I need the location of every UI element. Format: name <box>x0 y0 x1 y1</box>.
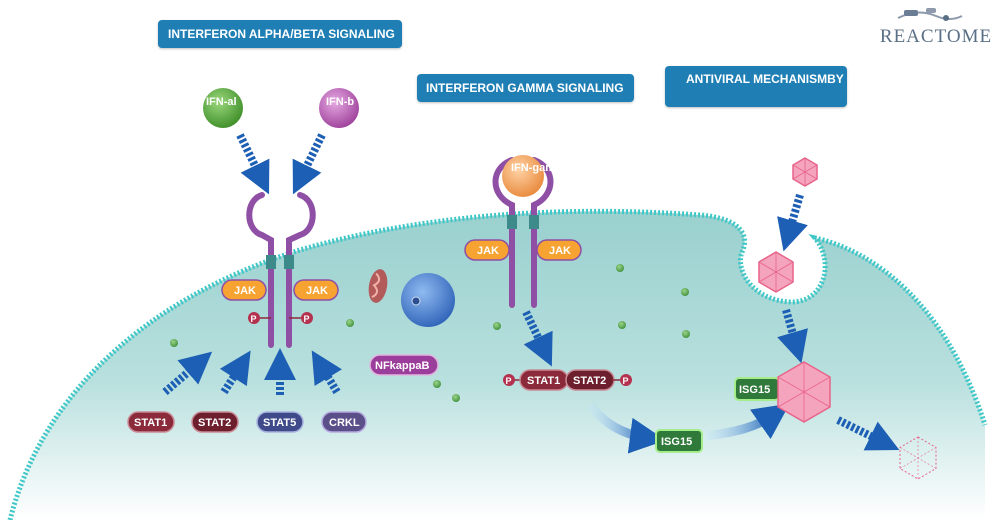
reactome-logo[interactable]: REACTOME <box>879 26 993 47</box>
ifn-alpha-ligand[interactable]: IFN-al <box>203 88 243 128</box>
jak-left-gamma[interactable]: JAK <box>464 239 510 261</box>
cell-membrane <box>7 208 988 520</box>
jak-left-alpha[interactable]: JAK <box>221 279 267 301</box>
stat1-label: STAT1 <box>134 417 167 429</box>
jak-right-alpha[interactable]: JAK <box>293 279 339 301</box>
phospho-label: P <box>304 314 310 324</box>
cytoplasm-particles <box>170 264 690 402</box>
stat1-dimer-label: STAT1 <box>527 375 560 387</box>
crkl-label: CRKL <box>329 417 360 429</box>
phospho-dimer-right <box>620 374 632 386</box>
phospho-label: P <box>506 376 512 386</box>
phospho-right: P <box>289 312 313 324</box>
ifn-beta-label: IFN-b <box>326 96 354 108</box>
curved-arrow <box>586 402 666 454</box>
dashed-arrow <box>292 133 326 195</box>
stat1-protein[interactable]: STAT1 <box>127 411 175 433</box>
ifnar-receptor[interactable] <box>246 192 316 348</box>
stat5-protein[interactable]: STAT5 <box>256 411 304 433</box>
reactome-logo-icon <box>897 8 963 21</box>
dashed-arrow <box>219 350 251 395</box>
particle <box>346 319 354 327</box>
ligand-arrows <box>236 133 326 195</box>
stat5-label: STAT5 <box>263 417 296 429</box>
isg15-bound-label: ISG15 <box>739 384 770 396</box>
stat2-label: STAT2 <box>198 417 231 429</box>
particle <box>433 380 441 388</box>
ifngr-receptor[interactable] <box>492 157 554 308</box>
particle <box>682 330 690 338</box>
jak-label: JAK <box>306 285 328 297</box>
dashed-arrow <box>311 350 342 395</box>
crkl-protein[interactable]: CRKL <box>321 411 367 433</box>
stat2-protein[interactable]: STAT2 <box>191 411 239 433</box>
stat2-dimer-label: STAT2 <box>573 375 606 387</box>
dashed-arrow <box>777 308 808 364</box>
virus-degraded-icon <box>899 436 937 480</box>
ifn-gamma-ligand[interactable]: IFN-gam <box>502 155 555 197</box>
dashed-arrow <box>777 193 808 252</box>
jak-label: JAK <box>234 285 256 297</box>
isg15-bound-protein[interactable]: ISG15 <box>734 377 780 401</box>
ifn-gamma-label: IFN-gam <box>511 162 555 174</box>
particle <box>452 394 460 402</box>
jak-right-gamma[interactable]: JAK <box>536 239 582 261</box>
ifn-beta-ligand[interactable]: IFN-b <box>319 88 359 128</box>
interferon-gamma-signaling-button[interactable]: INTERFERON GAMMA SIGNALING <box>417 74 634 102</box>
antiviral-mechanism-button[interactable]: ANTIVIRAL MECHANISMBY I <box>665 66 847 107</box>
nucleus-icon <box>401 273 455 327</box>
phospho-left: P <box>248 312 271 324</box>
isg15-label: ISG15 <box>661 436 692 448</box>
particle <box>616 264 624 272</box>
particle <box>170 339 178 347</box>
phospho-dimer-left <box>503 374 515 386</box>
virus-cytoplasm-icon <box>777 361 831 423</box>
virus-endosome-icon <box>758 251 794 293</box>
dashed-arrow <box>522 310 553 367</box>
curved-arrow <box>705 403 790 441</box>
ifn-alpha-label: IFN-al <box>206 96 237 108</box>
phospho-label: P <box>251 314 257 324</box>
jak-label: JAK <box>549 245 571 257</box>
jak-label: JAK <box>477 245 499 257</box>
phospho-label: P <box>623 376 629 386</box>
mitochondrion-icon <box>368 269 388 303</box>
stat-dimer[interactable]: P STAT1 STAT2 P <box>503 369 632 391</box>
dashed-arrow <box>162 351 213 396</box>
interferon-alpha-beta-signaling-button[interactable]: INTERFERON ALPHA/BETA SIGNALING <box>158 20 402 48</box>
dashed-arrow <box>236 133 270 195</box>
dashed-arrow <box>836 416 900 451</box>
virus-outside-icon <box>792 157 818 187</box>
stat-arrows <box>162 348 342 396</box>
particle <box>618 321 626 329</box>
particle <box>681 288 689 296</box>
isg15-protein[interactable]: ISG15 <box>655 429 703 453</box>
nfkappab-protein[interactable]: NFkappaB <box>369 354 439 376</box>
particle <box>493 322 501 330</box>
nfkappab-label: NFkappaB <box>375 360 429 372</box>
